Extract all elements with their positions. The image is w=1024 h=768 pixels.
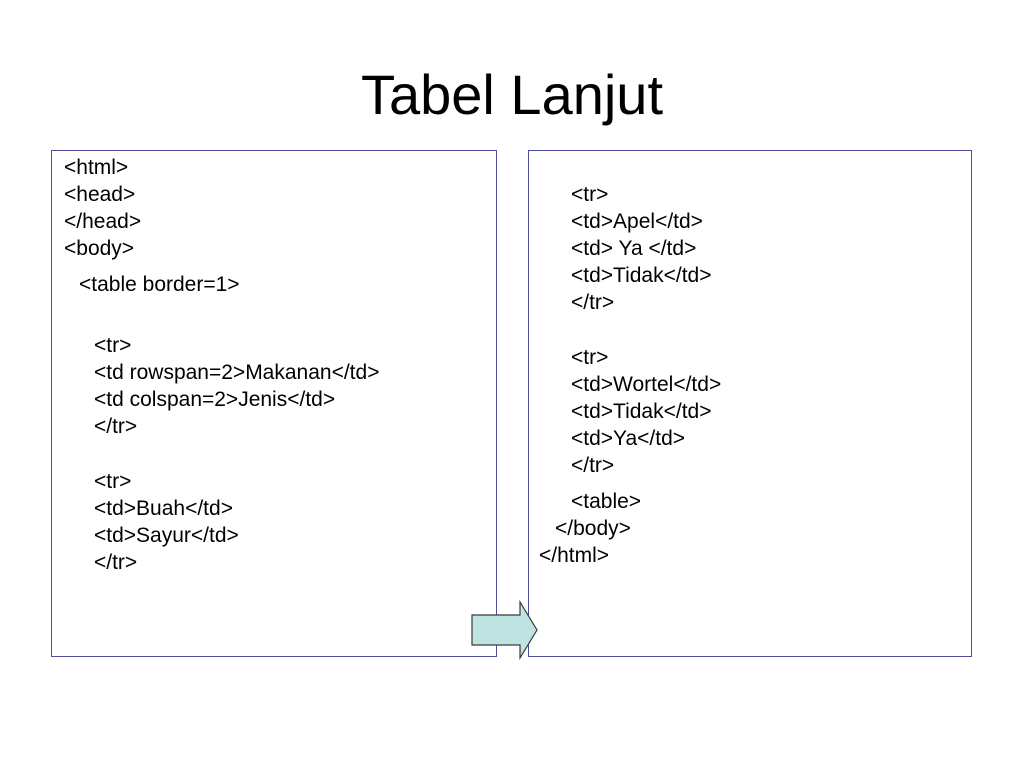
code-line: <td colspan=2>Jenis</td> xyxy=(94,388,336,411)
right-arrow-icon xyxy=(470,599,540,661)
code-line: </tr> xyxy=(94,415,138,438)
code-line: <body> xyxy=(64,237,135,260)
code-line: <td>Sayur</td> xyxy=(94,524,239,547)
code-line: <tr> xyxy=(571,183,609,206)
code-line: <td>Tidak</td> xyxy=(571,264,712,287)
code-line: <td>Wortel</td> xyxy=(571,373,722,396)
right-arrow-shape xyxy=(471,599,538,661)
code-line: <table border=1> xyxy=(79,273,240,296)
code-line: <td rowspan=2>Makanan</td> xyxy=(94,361,380,384)
code-line: <table> xyxy=(571,490,642,513)
code-line: <td>Apel</td> xyxy=(571,210,703,233)
code-line: </body> xyxy=(555,517,631,540)
code-line: </tr> xyxy=(571,291,615,314)
code-line: </head> xyxy=(64,210,142,233)
left-code-box: <html> <head> </head> <body> <table bord… xyxy=(51,150,497,657)
code-line: <tr> xyxy=(571,346,609,369)
code-line: <html> xyxy=(64,156,129,179)
right-code-box: <tr> <td>Apel</td> <td> Ya </td> <td>Tid… xyxy=(528,150,972,657)
code-line: </html> xyxy=(539,544,610,567)
code-line: </tr> xyxy=(94,551,138,574)
slide-title: Tabel Lanjut xyxy=(360,63,663,126)
code-line: <td>Ya</td> xyxy=(571,427,686,450)
code-line: </tr> xyxy=(571,454,615,477)
code-line: <td> Ya </td> xyxy=(571,237,697,260)
code-line: <tr> xyxy=(94,334,132,357)
code-line: <tr> xyxy=(94,470,132,493)
code-line: <head> xyxy=(64,183,136,206)
code-line: <td>Buah</td> xyxy=(94,497,233,520)
code-line: <td>Tidak</td> xyxy=(571,400,712,423)
